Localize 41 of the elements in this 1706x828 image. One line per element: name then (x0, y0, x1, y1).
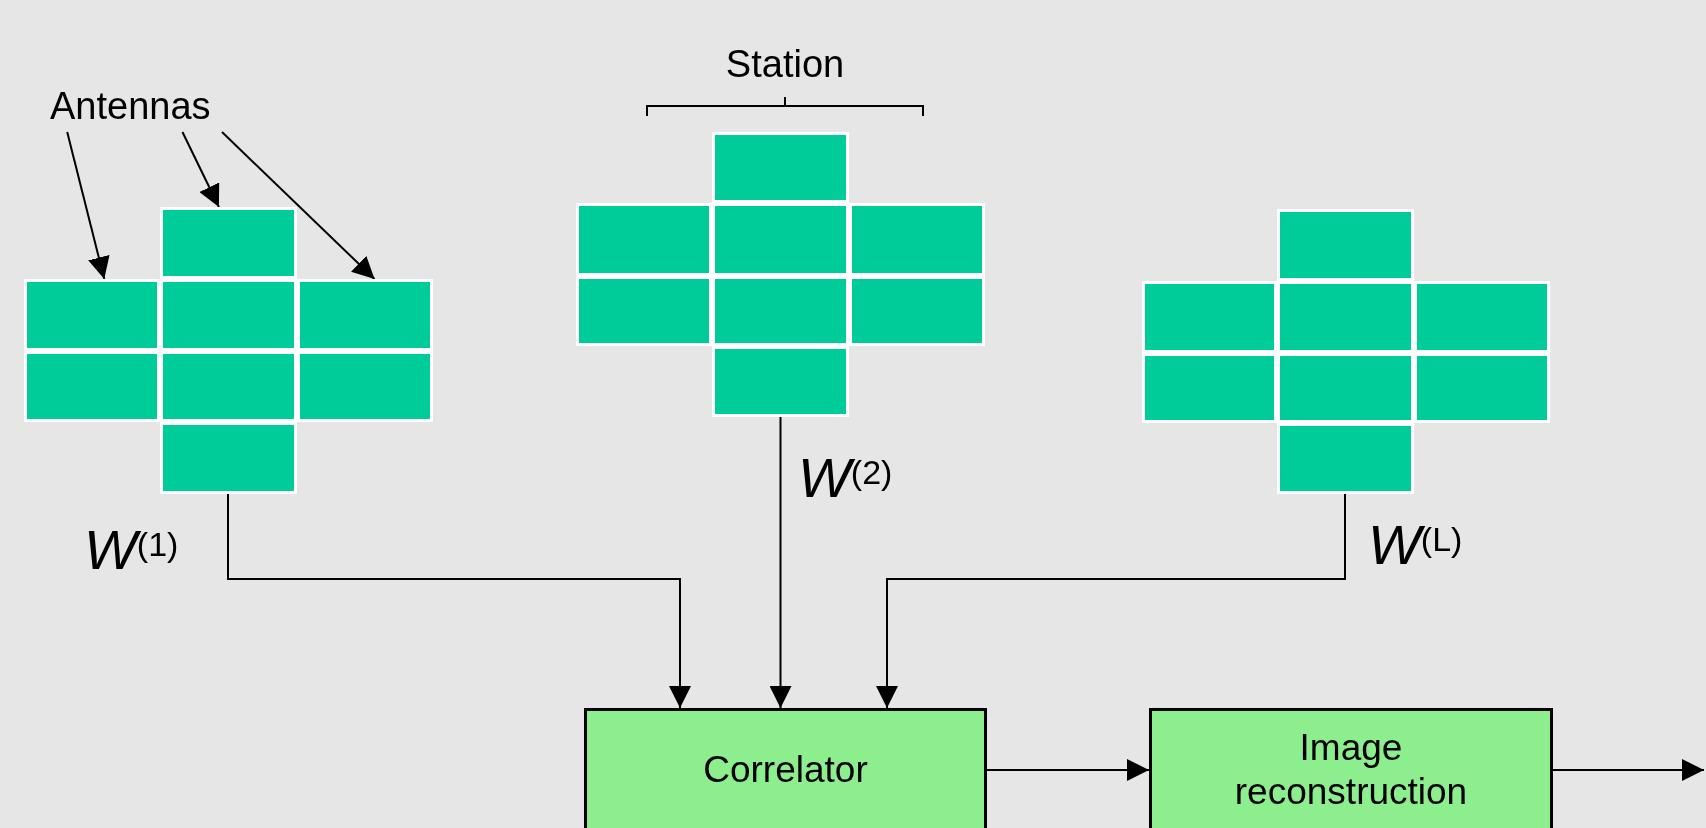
antenna-box (1277, 353, 1414, 423)
antenna-box (160, 422, 297, 494)
leader-arrow (221, 131, 376, 280)
edge-label: W$^{(L)}$ (1367, 515, 1464, 575)
process-box (1149, 708, 1553, 828)
antenna-box (849, 203, 985, 276)
antenna-box (1414, 353, 1550, 423)
edge-label: W$^{(2)}$ (797, 448, 894, 508)
antenna-box (849, 276, 985, 346)
antenna-box (1414, 281, 1550, 353)
antenna-box (576, 203, 712, 276)
box-label: Image reconstruction (1233, 725, 1469, 814)
antenna-box (1142, 281, 1277, 353)
arrow (876, 493, 1346, 709)
station-label: Station (725, 42, 845, 86)
process-box (584, 708, 987, 828)
text-label: Antennas (50, 84, 222, 132)
antenna-box (1277, 423, 1414, 494)
arrow (769, 416, 792, 709)
antenna-box (1142, 353, 1277, 423)
antenna-box (712, 276, 849, 346)
box-label: Correlator (703, 747, 868, 792)
antenna-box (160, 279, 297, 351)
arrow (1552, 759, 1705, 781)
antenna-box (1277, 209, 1414, 281)
antenna-box (24, 279, 160, 351)
arrow (986, 759, 1150, 781)
edge-label: W$^{(1)}$ (83, 520, 180, 580)
antenna-box (160, 351, 297, 422)
antenna-box (712, 346, 849, 417)
arrow (227, 493, 691, 709)
antenna-box (297, 279, 433, 351)
antenna-box (160, 207, 297, 279)
antenna-box (712, 203, 849, 276)
antenna-box (297, 351, 433, 422)
antenna-box (576, 276, 712, 346)
antenna-box (24, 351, 160, 422)
antenna-box (1277, 281, 1414, 353)
leader-arrow (66, 131, 110, 280)
leader-arrow (181, 131, 220, 208)
antenna-box (712, 132, 849, 203)
